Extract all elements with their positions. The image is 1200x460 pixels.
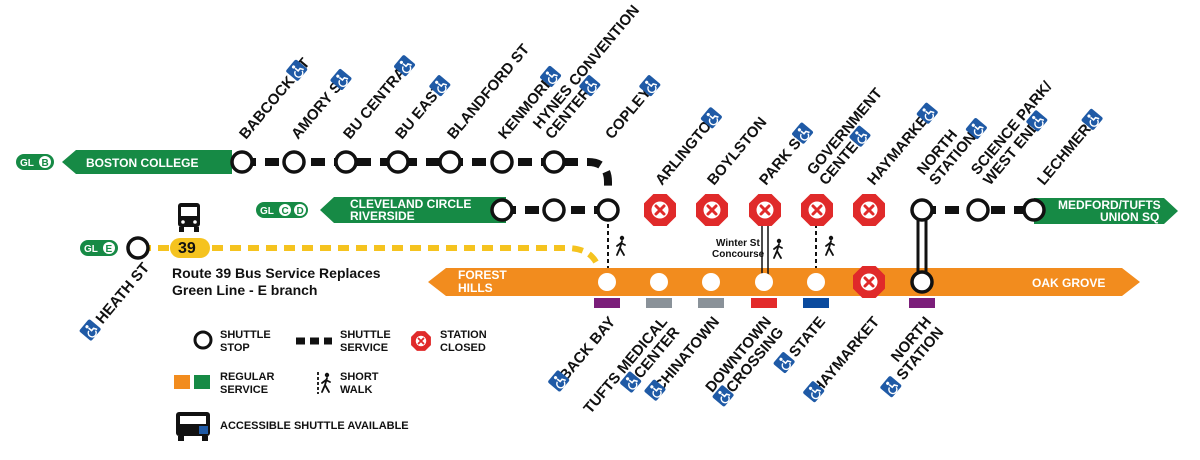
- legend-orange-swatch: [174, 375, 190, 389]
- stop-tufts-medical: [650, 273, 668, 291]
- legend-shuttle-service-2: SERVICE: [340, 342, 388, 354]
- station-heath-st: HEATH ST: [93, 260, 154, 328]
- legend-shuttle-stop-1: SHUTTLE: [220, 329, 271, 341]
- bus-note-line1: Route 39 Bus Service Replaces: [172, 265, 381, 281]
- strip-tufts: [646, 298, 672, 308]
- legend-short-walk-2: WALK: [340, 384, 372, 396]
- stop-back-bay: [598, 273, 616, 291]
- accessible-icon: [78, 317, 103, 343]
- orange-stops: [598, 273, 825, 291]
- legend-green-swatch: [194, 375, 210, 389]
- shuttle-service-lines: [140, 158, 1034, 280]
- stop-hynes: [542, 150, 566, 174]
- legend-regular-service-1: REGULAR: [220, 371, 274, 383]
- station-state: STATE: [786, 314, 829, 361]
- connection-strips: [594, 298, 935, 308]
- oak-grove-label: OAK GROVE: [1032, 276, 1105, 290]
- legend-station-closed-icon: [410, 330, 432, 352]
- stop-north-station-orange: [910, 270, 934, 294]
- strip-downtown: [751, 298, 777, 308]
- strip-state: [803, 298, 829, 308]
- e-branch: GL E HEATH ST 39 Route 39 Bus Service Re…: [78, 203, 381, 343]
- stop-blandford: [438, 150, 462, 174]
- accessible-icon: [878, 374, 903, 399]
- bus-note-line2: Green Line - E branch: [172, 282, 317, 298]
- station-closed-icon: [694, 192, 730, 228]
- legend-accessible-shuttle: ACCESSIBLE SHUTTLE AVAILABLE: [220, 420, 409, 432]
- legend: SHUTTLE STOP SHUTTLE SERVICE STATION CLO…: [174, 329, 487, 441]
- route-39-bus-line: [140, 245, 599, 264]
- stop-science-park: [966, 198, 990, 222]
- short-walk-icon: [825, 234, 835, 256]
- forest-hills-label-2: HILLS: [458, 281, 493, 295]
- legend-accessible-shuttle-icon: [176, 412, 210, 441]
- forest-hills-label-1: FOREST: [458, 268, 507, 282]
- stop-chinatown: [702, 273, 720, 291]
- gl-b-badge-line: GL: [20, 158, 34, 169]
- green-shuttle-stops: [230, 150, 1046, 222]
- station-closed-icon: [851, 192, 887, 228]
- stop-kenmore-cd: [490, 198, 514, 222]
- concourse-label: Concourse: [712, 249, 765, 260]
- legend-short-walk-1: SHORT: [340, 371, 379, 383]
- station-closed-icon: [799, 192, 835, 228]
- stop-kenmore-b: [490, 150, 514, 174]
- gl-cd-badge-line: GL: [260, 206, 274, 217]
- station-closed-icon: [851, 264, 887, 300]
- stop-hynes-cd: [542, 198, 566, 222]
- gl-e-badge-line: GL: [84, 244, 98, 255]
- legend-shuttle-stop-icon: [193, 330, 213, 350]
- gl-b-badge-letter: B: [42, 158, 49, 169]
- stop-bu-central: [334, 150, 358, 174]
- cleveland-riverside-terminal: CLEVELAND CIRCLE RIVERSIDE GL C D: [256, 197, 506, 223]
- stop-north-station-green: [910, 198, 934, 222]
- orange-line: FOREST HILLS OAK GROVE: [428, 268, 1140, 296]
- gl-e-badge-letter: E: [106, 244, 113, 255]
- stop-lechmere: [1022, 198, 1046, 222]
- medford-tufts-terminal: MEDFORD/TUFTS UNION SQ: [1034, 198, 1178, 224]
- gl-cd-badge-letter-c: C: [282, 206, 289, 217]
- legend-regular-service-2: SERVICE: [220, 384, 268, 396]
- route-39-number: 39: [178, 240, 196, 257]
- union-sq-label: UNION SQ: [1100, 210, 1159, 224]
- strip-north-station: [909, 298, 935, 308]
- boston-college-label: BOSTON COLLEGE: [86, 156, 198, 170]
- winter-st-label: Winter St: [716, 238, 760, 249]
- station-closed-icon: [642, 192, 678, 228]
- stop-state: [807, 273, 825, 291]
- stop-copley: [596, 198, 620, 222]
- legend-station-closed-2: CLOSED: [440, 342, 486, 354]
- stop-heath-st: [126, 236, 150, 260]
- stop-amory: [282, 150, 306, 174]
- station-closed-icon: [747, 192, 783, 228]
- cleveland-circle-label: CLEVELAND CIRCLE: [350, 197, 471, 211]
- legend-short-walk-icon: [321, 371, 331, 393]
- legend-station-closed-1: STATION: [440, 329, 487, 341]
- medford-tufts-label: MEDFORD/TUFTS: [1058, 198, 1161, 212]
- short-walk-icon: [773, 237, 783, 259]
- legend-shuttle-service-1: SHUTTLE: [340, 329, 391, 341]
- legend-shuttle-stop-2: STOP: [220, 342, 250, 354]
- stop-downtown-crossing: [755, 273, 773, 291]
- gl-cd-badge-letter-d: D: [297, 206, 304, 217]
- riverside-label: RIVERSIDE: [350, 209, 415, 223]
- boston-college-terminal: BOSTON COLLEGE GL B: [16, 150, 232, 174]
- strip-chinatown: [698, 298, 724, 308]
- bus-icon: [178, 203, 200, 232]
- short-walk-icon: [616, 234, 626, 256]
- stop-babcock: [230, 150, 254, 174]
- strip-back-bay: [594, 298, 620, 308]
- stop-bu-east: [386, 150, 410, 174]
- route-39-badge: [170, 238, 210, 258]
